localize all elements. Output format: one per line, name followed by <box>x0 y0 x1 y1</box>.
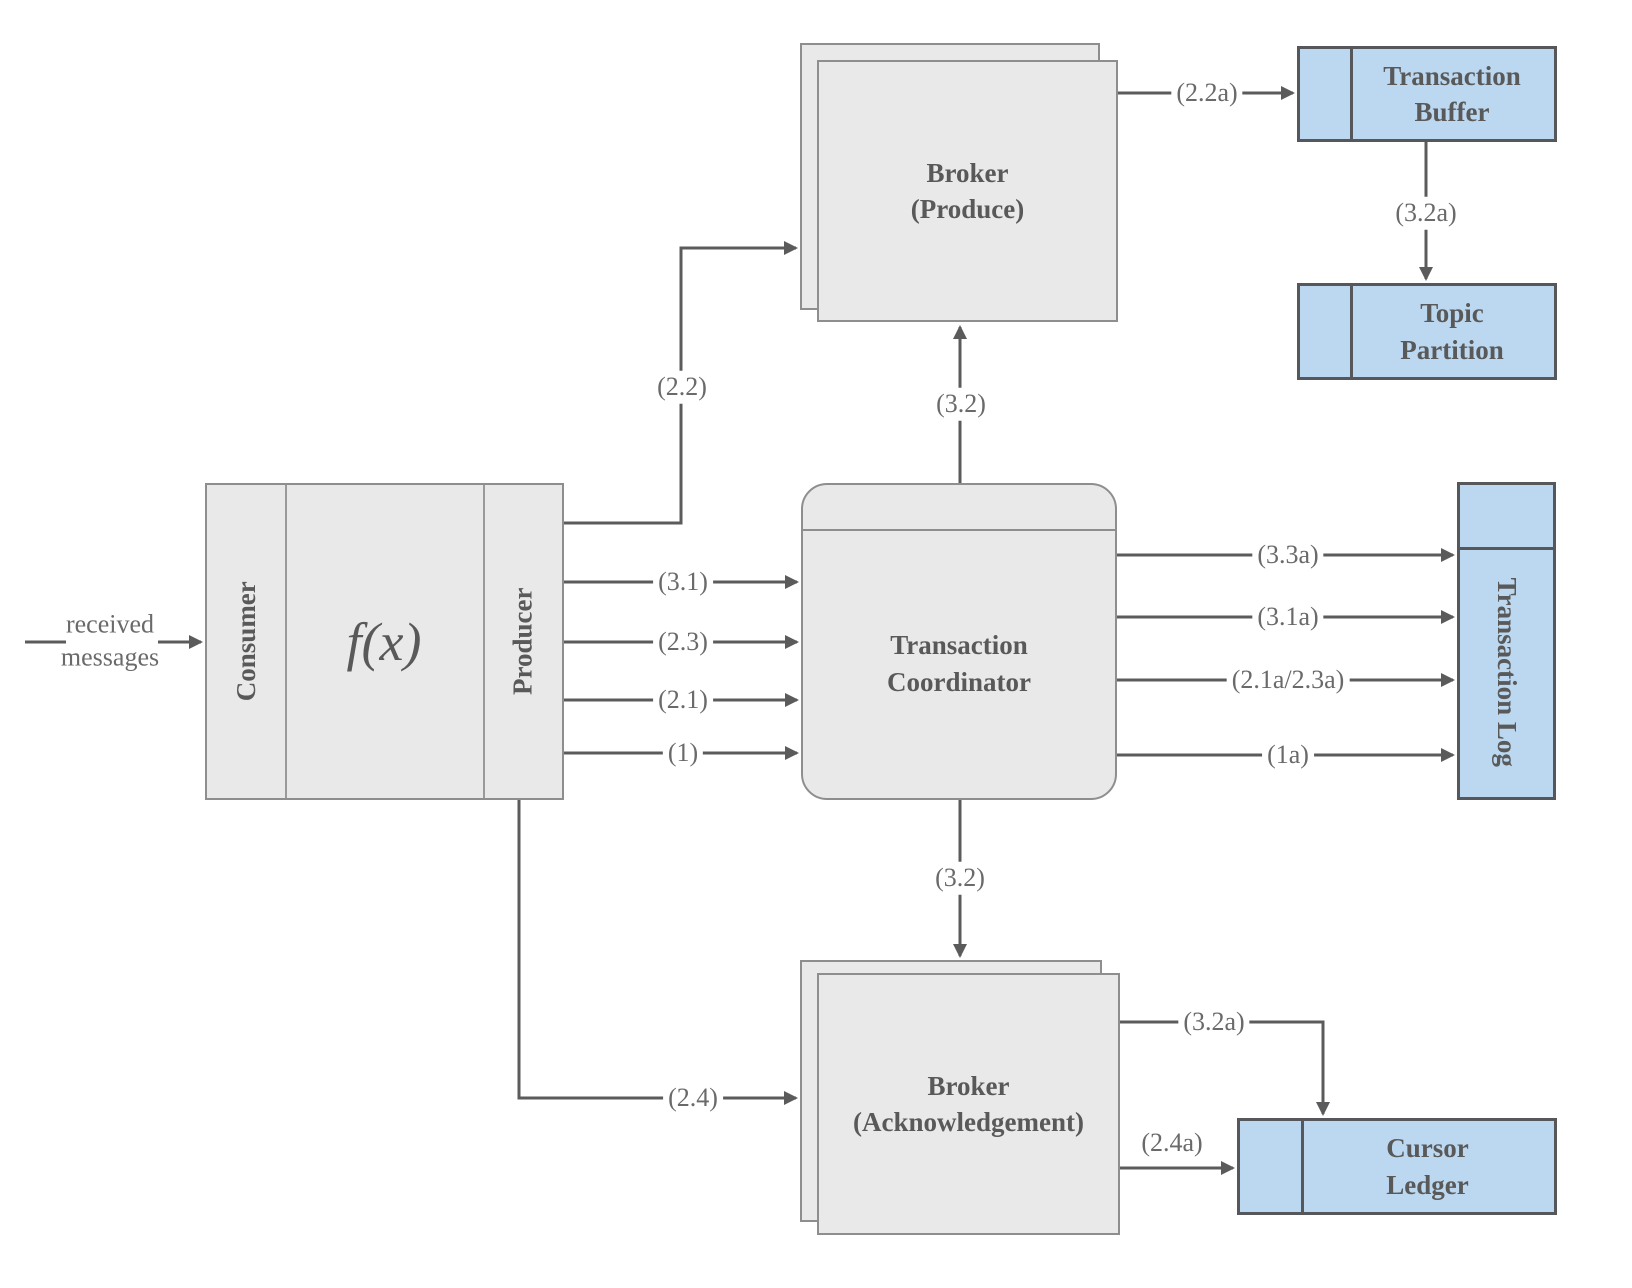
topic-partition-body: Topic Partition <box>1350 286 1554 377</box>
transaction-buffer-line2: Buffer <box>1414 97 1490 127</box>
processor-node: Consumer f(x) Producer <box>205 483 564 800</box>
broker-ack-line1: Broker <box>927 1070 1010 1101</box>
broker-produce-node: Broker (Produce) <box>817 60 1118 322</box>
label-2-3: (2.3) <box>653 625 713 659</box>
function-compartment: f(x) <box>285 485 483 798</box>
received-messages-label: received messages <box>56 609 164 674</box>
transaction-log-node: Transaction Log <box>1457 482 1556 800</box>
coordinator-title-divider <box>803 529 1115 531</box>
cursor-ledger-line1: Cursor <box>1386 1133 1469 1164</box>
coordinator-body: Transaction Coordinator <box>803 529 1115 798</box>
coordinator-line1: Transaction <box>890 630 1028 661</box>
topic-partition-line2: Partition <box>1400 334 1504 365</box>
coordinator-line2: Coordinator <box>887 666 1031 697</box>
cursor-ledger-divider <box>1301 1118 1304 1215</box>
broker-produce-line2: (Produce) <box>910 194 1025 224</box>
label-3-2-up: (3.2) <box>931 387 991 421</box>
broker-produce-line1: Broker <box>926 157 1009 188</box>
broker-ack-line2: (Acknowledgement) <box>853 1107 1084 1137</box>
received-line1: received <box>65 609 155 639</box>
consumer-compartment: Consumer <box>207 485 285 798</box>
label-2-4: (2.4) <box>663 1081 723 1115</box>
producer-label: Producer <box>507 587 538 696</box>
processor-divider-2 <box>483 485 485 798</box>
function-label: f(x) <box>346 611 422 672</box>
label-1a: (1a) <box>1262 738 1314 772</box>
label-2-2: (2.2) <box>652 370 712 404</box>
label-3-2-down: (3.2) <box>930 861 990 895</box>
topic-partition-divider <box>1350 283 1353 380</box>
consumer-label: Consumer <box>230 581 261 702</box>
label-3-1: (3.1) <box>653 565 713 599</box>
transaction-coordinator-node: Transaction Coordinator <box>801 483 1117 800</box>
transaction-buffer-body: Transaction Buffer <box>1350 49 1554 139</box>
cursor-ledger-line2: Ledger <box>1386 1169 1469 1200</box>
transaction-buffer-divider <box>1350 46 1353 142</box>
edge-2-4 <box>517 800 798 1105</box>
received-line2: messages <box>60 642 160 671</box>
label-2-4a: (2.4a) <box>1141 1127 1203 1157</box>
label-1: (1) <box>662 736 704 770</box>
processor-divider-1 <box>285 485 287 798</box>
topic-partition-line1: Topic <box>1420 298 1484 329</box>
broker-ack-node: Broker (Acknowledgement) <box>817 973 1120 1235</box>
transaction-coordinator-label: Transaction Coordinator <box>887 627 1031 700</box>
broker-ack-label: Broker (Acknowledgement) <box>853 1068 1084 1141</box>
transaction-log-body: Transaction Log <box>1460 547 1553 797</box>
transaction-log-divider <box>1457 547 1556 550</box>
transaction-buffer-line1: Transaction <box>1383 60 1521 91</box>
topic-partition-node: Topic Partition <box>1297 283 1557 380</box>
label-2-1: (2.1) <box>653 683 713 717</box>
transaction-log-label: Transaction Log <box>1491 577 1522 767</box>
label-3-1a: (3.1a) <box>1252 600 1324 634</box>
label-3-2a-bottom: (3.2a) <box>1178 1005 1250 1039</box>
label-2-2a: (2.2a) <box>1171 76 1243 110</box>
transaction-buffer-node: Transaction Buffer <box>1297 46 1557 142</box>
cursor-ledger-node: Cursor Ledger <box>1237 1118 1557 1215</box>
label-2-1a-2-3a: (2.1a/2.3a) <box>1226 663 1350 697</box>
cursor-ledger-body: Cursor Ledger <box>1301 1121 1554 1212</box>
broker-produce-label: Broker (Produce) <box>911 155 1024 228</box>
topic-partition-label: Topic Partition <box>1400 295 1503 368</box>
label-3-3a: (3.3a) <box>1252 538 1324 572</box>
transaction-buffer-label: Transaction Buffer <box>1383 58 1521 131</box>
cursor-ledger-label: Cursor Ledger <box>1386 1130 1469 1203</box>
producer-compartment: Producer <box>483 485 562 798</box>
label-3-2a-top: (3.2a) <box>1390 196 1462 230</box>
